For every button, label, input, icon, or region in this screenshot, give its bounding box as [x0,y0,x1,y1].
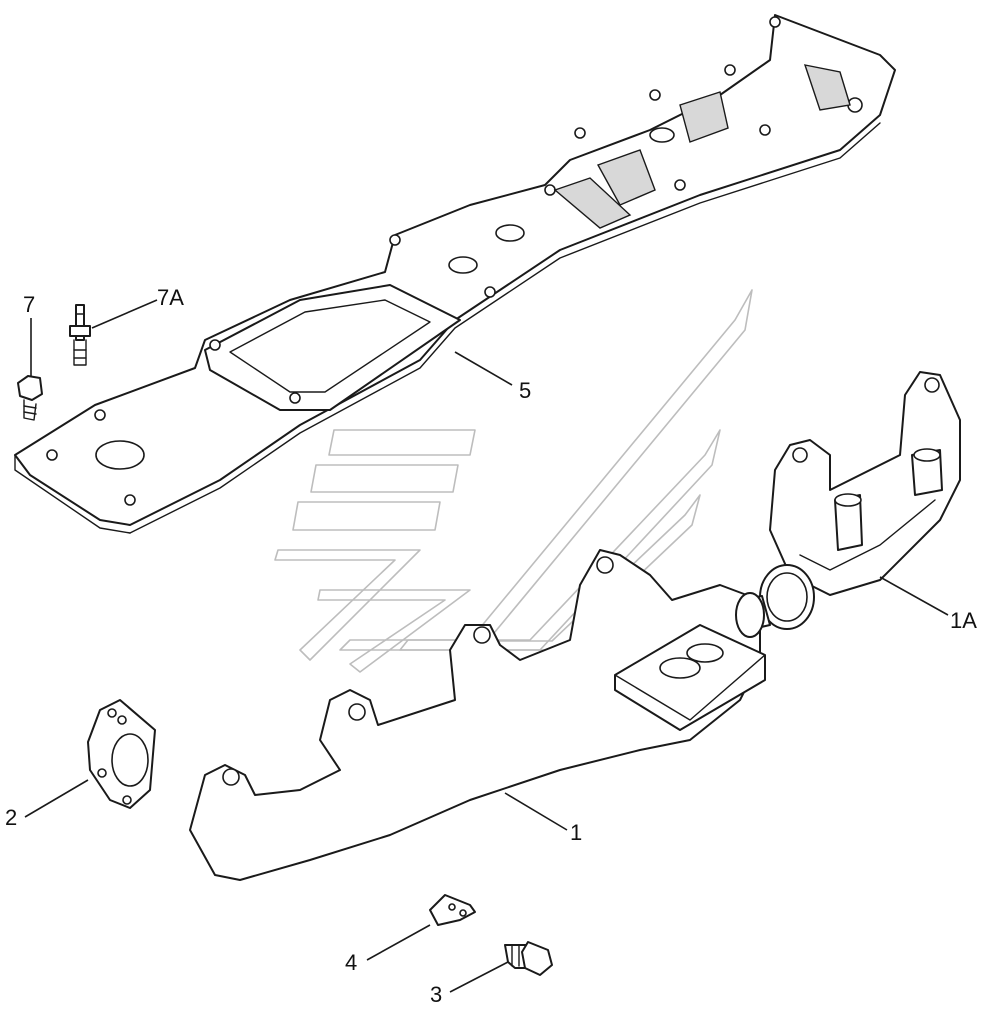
callout-3: 3 [430,982,442,1007]
callout-4: 4 [345,950,357,975]
bolt-part-7 [17,375,43,421]
callout-7A: 7A [157,285,184,310]
callout-1: 1 [570,820,582,845]
rear-manifold-part-1A [759,371,961,630]
gasket-part-2 [87,699,156,809]
front-manifold-part-1 [189,549,771,881]
manifold-gasket-part-5 [14,14,896,534]
callout-7: 7 [23,292,35,317]
callout-2: 2 [5,805,17,830]
callout-1A: 1A [950,608,977,633]
leader-lines [24,299,949,993]
lock-tab-part-4 [429,894,476,926]
callouts: 7 7A 5 1A 2 1 4 3 [5,285,977,1007]
stud-part-7A [69,304,91,366]
bolt-part-3 [504,941,553,976]
callout-5: 5 [519,378,531,403]
